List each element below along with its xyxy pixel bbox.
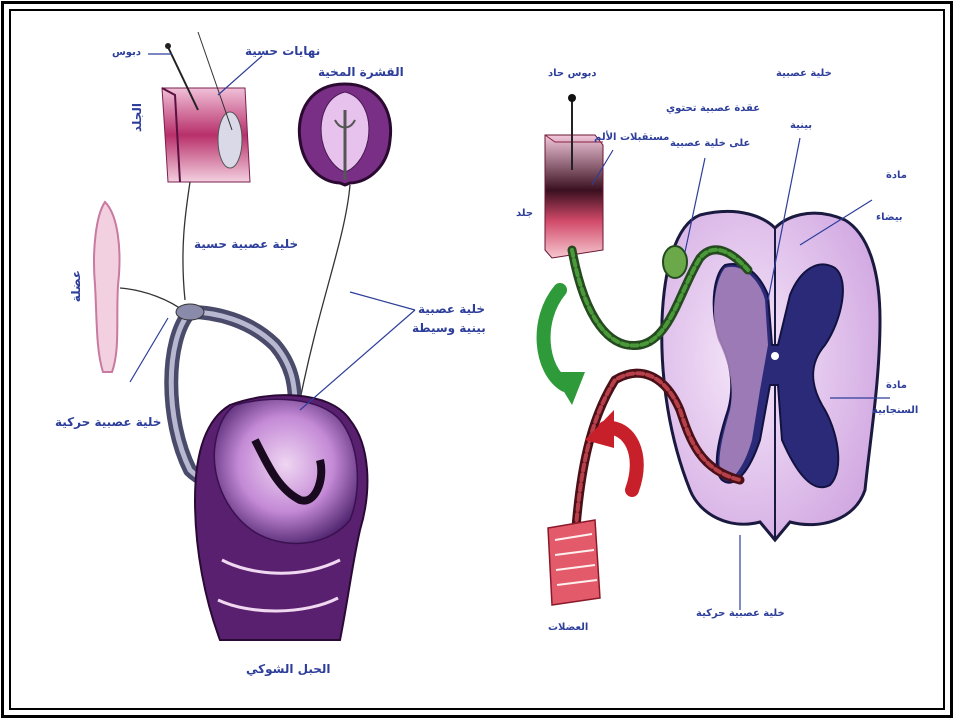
label-neuron-top: خلية عصبية	[776, 68, 832, 79]
label-pain-receptors: مستقبلات الألم	[594, 132, 669, 143]
label-muscles: العضلات	[548, 622, 588, 633]
skin-block-left	[162, 88, 250, 182]
label-ganglion-line1: عقدة عصبية تحتوي	[666, 103, 760, 114]
label-interneuron-line2: بينية وسيطة	[412, 322, 486, 335]
label-interneuron-right: بينية	[790, 120, 812, 131]
label-interneuron-line1: خلية عصبية	[418, 303, 485, 316]
label-cerebral-cortex: القشرة المخية	[318, 66, 404, 79]
label-sensory-endings: نهايات حسية	[245, 45, 320, 58]
label-motor-neuron-right: خلية عصبية حركية	[696, 608, 785, 619]
spinal-cord-left	[195, 395, 367, 640]
label-gray-matter-line1: مادة	[886, 380, 907, 391]
label-skin-right: جلد	[516, 208, 533, 219]
label-sharp-pin: دبوس حاد	[548, 68, 597, 79]
label-white-matter-line2: بيضاء	[876, 212, 903, 223]
green-arrow-icon	[544, 290, 585, 405]
muscle-block-right	[548, 520, 600, 605]
muscle-left	[94, 202, 119, 372]
label-motor-neuron-left: خلية عصبية حركية	[55, 416, 161, 429]
nerve-fibers-left	[120, 182, 350, 400]
label-white-matter-line1: مادة	[886, 170, 907, 181]
skin-block-right	[545, 135, 603, 258]
label-skin-left: الجلد	[131, 103, 144, 132]
label-spinal-cord: الحبل الشوكي	[246, 663, 331, 676]
brain-illustration	[299, 84, 390, 185]
label-sensory-neuron: خلية عصبية حسية	[194, 238, 298, 251]
label-muscle-left: عضلة	[70, 270, 83, 302]
label-ganglion-line2: على خلية عصبية	[670, 138, 750, 149]
label-gray-matter-line2: السنجابية	[872, 405, 918, 416]
label-pin-left: دبوس	[112, 47, 141, 58]
